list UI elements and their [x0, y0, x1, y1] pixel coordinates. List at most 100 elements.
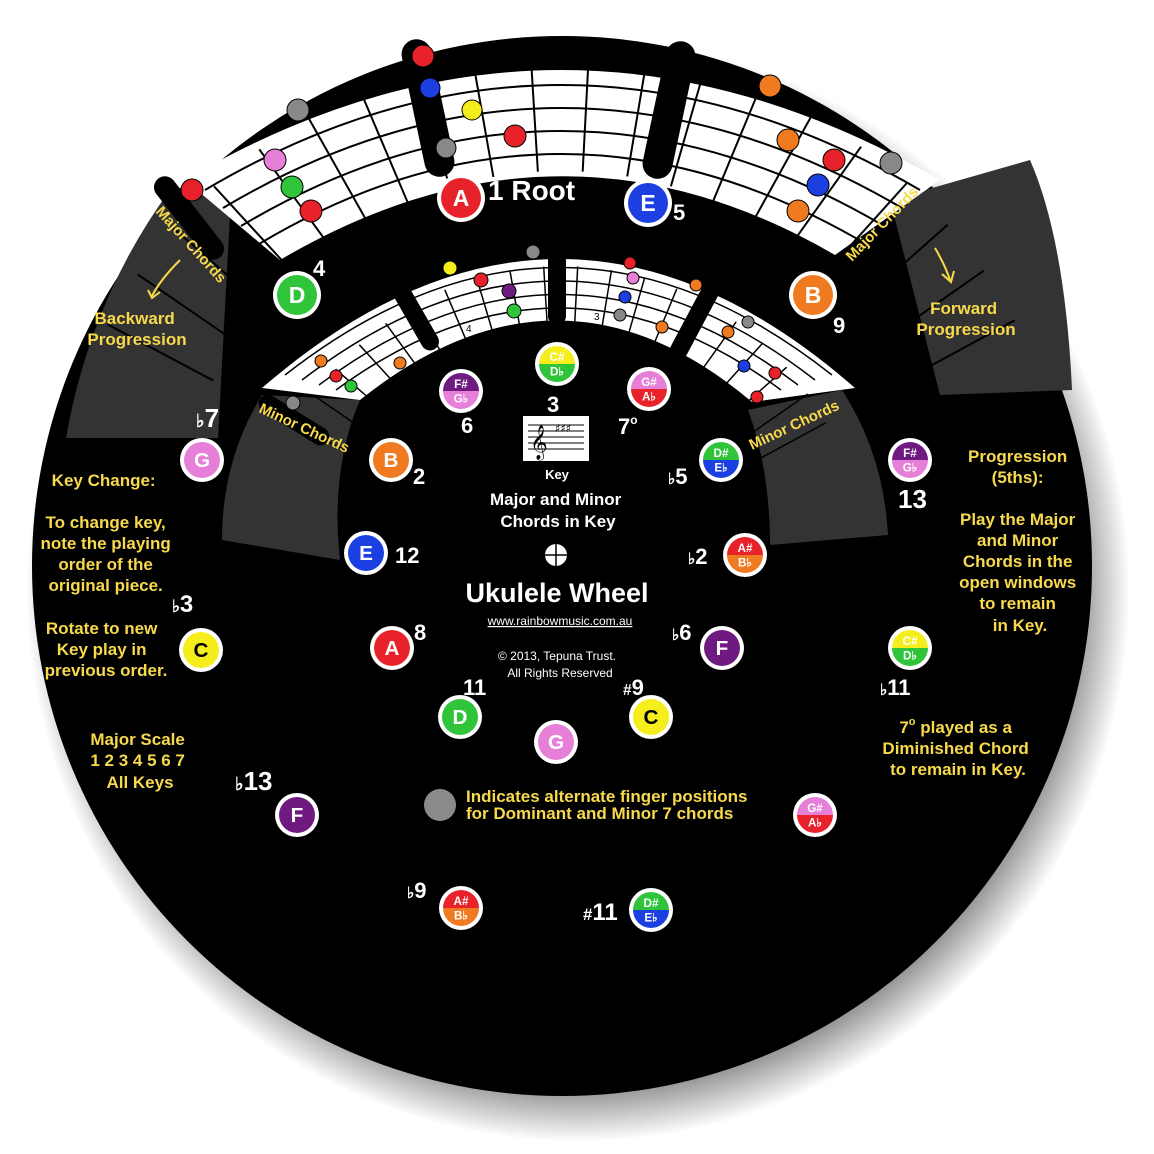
note-label: B: [384, 449, 399, 472]
alternate-position-legend-icon: [424, 789, 456, 821]
note-label: G: [194, 449, 210, 472]
degree-db13: ♭13: [235, 766, 273, 796]
degree-d7: 7o: [618, 413, 638, 439]
degree-d1: 1 Root: [488, 175, 575, 206]
degree-d5: 5: [673, 200, 685, 225]
finger-dot: [285, 395, 301, 411]
degree-ds9: #9: [623, 675, 644, 700]
note-badge-d_11[interactable]: D: [438, 695, 482, 739]
finger-dot: [689, 278, 703, 292]
note-badge-cs_b11[interactable]: C# D♭: [888, 626, 932, 670]
finger-dot: [180, 178, 204, 202]
major-chords-band-left: [66, 178, 232, 438]
note-badge-ds_b5[interactable]: D# E♭: [699, 438, 743, 482]
finger-dot: [299, 199, 323, 223]
degree-d6: 6: [461, 413, 473, 438]
note-label: A♭: [642, 391, 656, 404]
progression-5ths-text: Progression (5ths): Play the Major and M…: [959, 447, 1081, 635]
finger-dot: [525, 244, 541, 260]
note-label: E♭: [644, 912, 657, 925]
note-label: A: [453, 185, 470, 211]
note-badge-g_center[interactable]: G: [534, 720, 578, 764]
note-badge-fs_6[interactable]: F# G♭: [439, 369, 483, 413]
major-scale-text: Major Scale 1 2 3 4 5 6 7 All Keys: [90, 730, 189, 792]
note-badge-d_4[interactable]: D: [273, 271, 321, 319]
copyright-text: © 2013, Tepuna Trust.: [498, 649, 616, 663]
finger-dot: [503, 124, 527, 148]
degree-d8: 8: [414, 620, 426, 645]
note-badge-gs_bottom[interactable]: G#A♭: [793, 793, 837, 837]
note-badge-c_s9[interactable]: C: [629, 695, 673, 739]
note-label: C: [194, 639, 209, 662]
svg-text:𝄞: 𝄞: [530, 425, 548, 461]
website-link[interactable]: www.rainbowmusic.com.au: [487, 614, 633, 628]
finger-dot: [344, 379, 358, 393]
legend-text: Indicates alternate finger positions for…: [466, 787, 752, 823]
degree-db5: ♭5: [668, 464, 688, 489]
note-label: E♭: [714, 462, 727, 475]
finger-dot: [776, 128, 800, 152]
note-label: F#: [454, 378, 468, 391]
note-badge-e_5[interactable]: E: [624, 179, 672, 227]
finger-dot: [411, 44, 435, 68]
forward-arrow-icon: [934, 247, 951, 281]
note-label: E: [359, 542, 373, 565]
note-badge-c_b3[interactable]: C: [179, 628, 223, 672]
note-label: D♭: [550, 366, 564, 379]
finger-dot: [806, 173, 830, 197]
fret-number-4: 4: [466, 324, 472, 335]
note-badge-ds_s11[interactable]: D# E♭: [629, 888, 673, 932]
degree-d2: 2: [413, 464, 425, 489]
major-chords-band-right: [890, 160, 1072, 395]
note-badge-b_9[interactable]: B: [789, 271, 837, 319]
finger-dot: [786, 199, 810, 223]
note-label: D#: [714, 447, 729, 460]
note-label: F: [291, 804, 304, 827]
degree-d4: 4: [313, 256, 326, 281]
degree-d3: 3: [547, 392, 559, 417]
note-badge-as_b2[interactable]: A#B♭: [723, 533, 767, 577]
note-badge-gs_7[interactable]: G#A♭: [627, 367, 671, 411]
page-title: Ukulele Wheel: [465, 578, 648, 608]
degree-db3: ♭3: [172, 591, 193, 618]
finger-dot: [741, 315, 755, 329]
key-staff-icon: 𝄞 ♯♯♯: [523, 416, 589, 461]
note-badge-a_root[interactable]: A: [437, 174, 485, 222]
note-badge-g_b7[interactable]: G: [180, 438, 224, 482]
note-label: F#: [903, 447, 917, 460]
note-badge-f_b13[interactable]: F: [275, 793, 319, 837]
note-badge-cs_3[interactable]: C# D♭: [535, 342, 579, 386]
note-badge-f_b6[interactable]: F: [700, 626, 744, 670]
finger-dot: [613, 308, 627, 322]
note-label: C#: [550, 351, 565, 364]
note-label: D#: [644, 897, 659, 910]
rights-text: All Rights Reserved: [507, 666, 612, 680]
finger-dot: [419, 77, 441, 99]
center-pivot-icon[interactable]: [545, 544, 567, 566]
note-badge-e_12[interactable]: E: [344, 531, 388, 575]
forward-arrowhead-icon: [941, 270, 955, 284]
note-label: G♭: [454, 393, 469, 406]
key-label: Key: [545, 467, 570, 482]
note-badge-as_b9[interactable]: A#B♭: [439, 886, 483, 930]
note-label: G: [548, 731, 564, 754]
finger-dot: [442, 260, 458, 276]
note-badge-fs_13[interactable]: F#G♭: [888, 438, 932, 482]
finger-dot: [314, 354, 328, 368]
note-label: B♭: [738, 557, 752, 570]
note-label: C#: [903, 635, 918, 648]
key-change-text: Key Change: To change key, note the play…: [40, 471, 175, 680]
degree-db11: ♭11: [880, 675, 911, 700]
finger-dot: [822, 148, 846, 172]
finger-dot: [506, 303, 522, 319]
note-badge-a_8[interactable]: A: [370, 626, 414, 670]
note-label: D: [453, 706, 468, 729]
note-label: A♭: [808, 817, 822, 830]
note-badge-b_2[interactable]: B: [369, 438, 413, 482]
finger-dot: [655, 320, 669, 334]
note-label: D♭: [903, 650, 917, 663]
minor-chords-band-right: [748, 390, 888, 545]
note-label: A#: [454, 895, 469, 908]
finger-dot: [623, 256, 637, 270]
